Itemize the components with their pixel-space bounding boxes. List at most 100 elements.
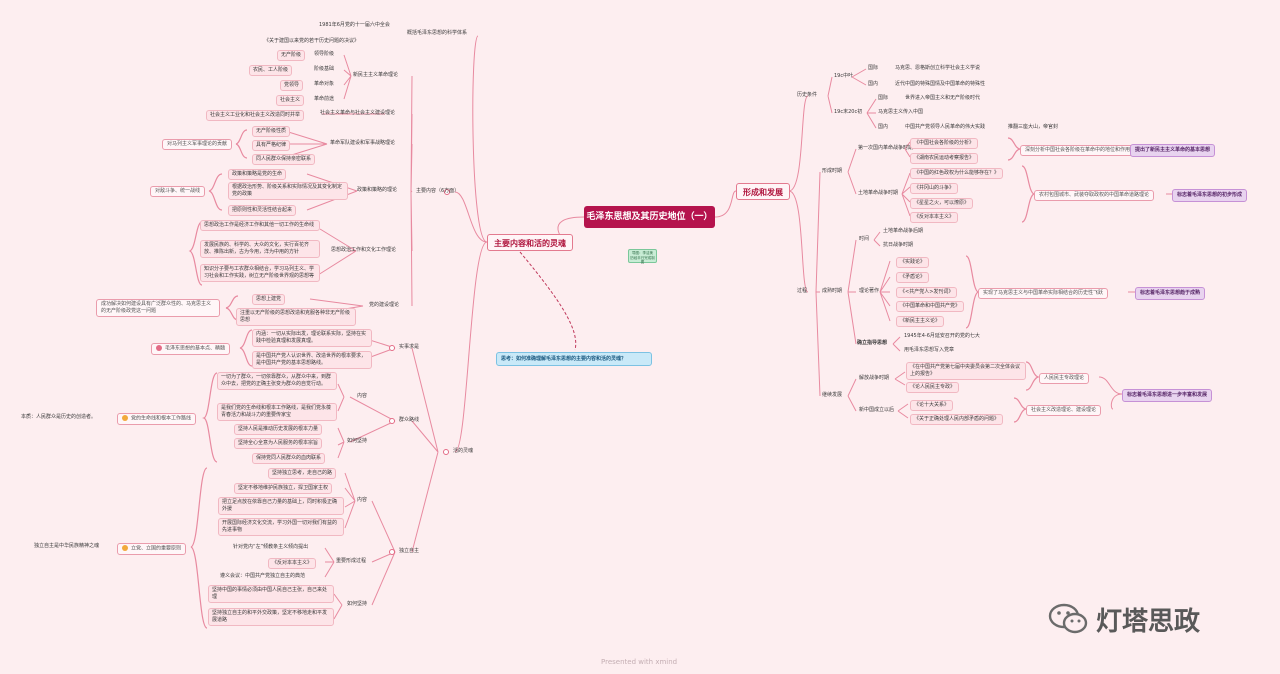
node-seek-truth[interactable]: 实事求是: [399, 344, 420, 350]
node-revolution-target[interactable]: 革命对象: [314, 81, 335, 87]
node-anti-bookism[interactable]: 《反对本本主义》: [910, 212, 959, 223]
node-ind-china-affairs[interactable]: 坚持中国的事情必须由中国人民自己主张，自己来处理: [208, 585, 334, 603]
node-intl-2[interactable]: 国际: [878, 95, 889, 101]
node-liberation-war[interactable]: 解放战争时期: [859, 375, 890, 381]
node-internal-contradictions[interactable]: 《关于正确处理人民内部矛盾的问题》: [910, 414, 1004, 425]
note-rural-encircle[interactable]: 农村包围城市、武装夺取政权的中国革命道路理论: [1034, 190, 1155, 201]
note-class-role[interactable]: 深刻分析中国社会各阶级在革命中的地位和作用: [1020, 145, 1136, 156]
mark-further-development[interactable]: 标志着毛泽东思想进一步丰富和发展: [1122, 389, 1213, 402]
node-truth-meaning[interactable]: 内涵：一切从实际出发，理论联系实际，坚持在实践中检验真理和发展真理。: [252, 329, 372, 347]
node-process[interactable]: 过程: [797, 288, 808, 294]
note-historic-leap[interactable]: 实现了马克思主义与中国革命实际相结合的历史性飞跃: [978, 288, 1109, 299]
node-industrialization[interactable]: 社会主义工业化和社会主义改造同时并举: [206, 110, 305, 121]
node-land-war[interactable]: 土地革命战争时期: [858, 190, 899, 196]
node-close-masses[interactable]: 同人民群众保持亲密联系: [252, 154, 316, 165]
node-intl-1[interactable]: 国际: [868, 65, 879, 71]
node-mass-all-for[interactable]: 一切为了群众，一切依靠群众，从群众中来，到群众中去，把党的正确主张变为群众的自觉…: [217, 372, 337, 390]
node-on-practice[interactable]: 《实践论》: [896, 257, 930, 268]
node-mature-period[interactable]: 成熟时期: [822, 288, 843, 294]
node-military-theory[interactable]: 革命军队建设和军事战略理论: [330, 140, 396, 146]
node-marxism-intro[interactable]: 马克思主义传入中国: [878, 109, 924, 115]
node-anti-japan[interactable]: 抗日战争时期: [883, 242, 914, 248]
node-on-contradiction[interactable]: 《矛盾论》: [896, 272, 930, 283]
node-19c-mid[interactable]: 19c中叶: [834, 73, 854, 79]
node-culture-policy[interactable]: 发展民族的、科学的、大众的文化，实行百花齐放、推陈出新，古为今用，洋为中用的方针: [200, 240, 320, 258]
node-1981-session[interactable]: 1981年6月党的十一届六中全会: [319, 22, 390, 28]
node-intellectuals[interactable]: 知识分子要与工农群众相结合，学习马列主义、学习社会和工作实践，树立无产阶级世界观…: [200, 264, 320, 282]
node-three-mountains[interactable]: 推翻三座大山，帝官封: [1008, 124, 1059, 130]
node-19c-end[interactable]: 19c末20c初: [834, 109, 863, 115]
node-mass-how[interactable]: 如何坚持: [347, 438, 368, 444]
node-communist-foreword[interactable]: 《<共产党人>发刊词》: [896, 287, 958, 298]
node-imperialism-era[interactable]: 世界进入帝国主义和无产阶级时代: [905, 95, 981, 101]
node-theory-works[interactable]: 理论著作: [859, 288, 880, 294]
node-mass-line[interactable]: 群众路线: [399, 417, 420, 423]
node-socialist-theory[interactable]: 社会主义革命与社会主义建设理论: [320, 110, 396, 116]
node-new-democratic-theory[interactable]: 新民主主义革命理论: [353, 72, 399, 78]
node-people-dictatorship[interactable]: 《论人民民主专政》: [906, 382, 960, 393]
note-military-contribution[interactable]: 对马列主义军事理论的贡献: [162, 139, 233, 150]
node-ind-zunyi[interactable]: 遵义会议：中国共产党独立自主的典范: [220, 573, 306, 579]
node-national-condition[interactable]: 近代中国的特殊国情及中国革命的特殊性: [895, 81, 986, 87]
node-proletariat[interactable]: 无产阶级: [277, 50, 306, 61]
node-political-work[interactable]: 思想政治工作是经济工作和其他一切工作的生命线: [200, 220, 320, 231]
node-continued-development[interactable]: 继续发展: [822, 392, 843, 398]
node-seventh-congress[interactable]: 1945年4-6月延安召开的党的七大: [904, 333, 980, 339]
branch-formation-development[interactable]: 形成和发展: [736, 183, 790, 200]
node-ten-relations[interactable]: 《论十大关系》: [910, 400, 954, 411]
node-class-analysis[interactable]: 《中国社会各阶级的分析》: [910, 138, 979, 149]
think-question[interactable]: 思考：如何准确理解毛泽东思想的主要内容和活的灵魂？: [496, 352, 652, 366]
node-domestic-2[interactable]: 国内: [878, 124, 889, 130]
node-culture-theory[interactable]: 思想政治工作和文化工作理论: [331, 247, 397, 253]
branch-main-content-soul[interactable]: 主要内容和活的灵魂: [487, 234, 573, 251]
mark-maturity[interactable]: 标志着毛泽东思想趋于成熟: [1135, 287, 1206, 300]
node-hunan-report[interactable]: 《湖南农民运动考察报告》: [910, 153, 979, 164]
tag-essence[interactable]: 毛泽东思想的基本点、精髓: [151, 343, 231, 355]
node-revolution-future[interactable]: 革命前途: [314, 96, 335, 102]
node-time[interactable]: 时间: [859, 236, 870, 242]
node-party-theory[interactable]: 党的建设理论: [369, 302, 400, 308]
node-main-content[interactable]: 主要内容（6方面）: [416, 188, 460, 194]
node-living-soul[interactable]: 活的灵魂: [453, 448, 474, 454]
node-ind-how[interactable]: 如何坚持: [347, 601, 368, 607]
node-strict-discipline[interactable]: 具有严格纪律: [252, 140, 291, 151]
note-dictatorship-theory[interactable]: 人民民主专政理论: [1039, 373, 1090, 384]
node-resolution[interactable]: 《关于建国以来党的若干历史问题的决议》: [264, 38, 360, 44]
node-ind-think[interactable]: 坚持独立思考，走自己的路: [268, 468, 337, 479]
node-formation-period[interactable]: 形成时期: [822, 168, 843, 174]
node-first-war[interactable]: 第一次国内革命战争时期: [858, 145, 914, 151]
node-independence[interactable]: 独立自主: [399, 548, 420, 554]
node-jinggang[interactable]: 《井冈山的斗争》: [910, 183, 959, 194]
node-mass-force[interactable]: 坚持人民是推动历史发展的根本力量: [234, 424, 323, 435]
node-china-revolution[interactable]: 《中国革命和中国共产党》: [896, 301, 965, 312]
node-mass-serve[interactable]: 坚持全心全意为人民服务的根本宗旨: [234, 438, 323, 449]
node-party-practice[interactable]: 中国共产党领导人民革命的伟大实践: [905, 124, 986, 130]
node-ind-left-dogma[interactable]: 针对党内“左”倾教条主义倾向提出: [233, 544, 309, 550]
node-thought-reform[interactable]: 注重以无产阶级的思想改造和克服各种非无产阶级思想: [236, 308, 356, 326]
node-policy-making[interactable]: 根据政治形势、阶级关系和实际情况及其变化制定党的政策: [228, 182, 348, 200]
node-leading-class[interactable]: 领导阶级: [314, 51, 335, 57]
tag-founding-principle[interactable]: 立党、立国的重要原则: [117, 543, 187, 555]
node-ind-book[interactable]: 《反对本本主义》: [268, 558, 317, 569]
mark-new-democratic-idea[interactable]: 提出了新民主主义革命的基本思想: [1130, 144, 1216, 157]
note-masses-creator[interactable]: 本质：人民群众是历史的创造者。: [21, 414, 97, 420]
node-truth-requirement[interactable]: 是中国共产党人认识世界、改造世界的根本要求，是中国共产党的基本思想路线。: [252, 351, 372, 369]
node-policy-theory[interactable]: 政策和策略的理论: [357, 187, 398, 193]
node-ind-peace-policy[interactable]: 坚持独立自主的和平外交政策，坚定不移地走和平发展道路: [208, 608, 334, 626]
node-guiding-thought[interactable]: 确立指导思想: [857, 340, 888, 346]
node-class-basis[interactable]: 阶级基础: [314, 66, 335, 72]
note-party-building[interactable]: 成功解决如何建设具有广泛群众性的、马克思主义的无产阶级政党这一问题: [96, 299, 220, 317]
node-ind-self-reliance[interactable]: 把立足点放在依靠自己力量的基础上，同时积极正确外援: [218, 497, 344, 515]
node-single-spark[interactable]: 《星星之火，可以燎原》: [910, 198, 974, 209]
node-mass-bond[interactable]: 保持党同人民群众的血肉联系: [252, 453, 326, 464]
node-scientific-system[interactable]: 概括毛泽东思想的科学体系: [407, 30, 468, 36]
node-red-regime[interactable]: 《中国的红色政权为什么能够存在？》: [910, 168, 1004, 179]
node-marx-engels[interactable]: 马克思、恩格斯创立科学社会主义学说: [895, 65, 981, 71]
node-principle-flexibility[interactable]: 把原则性和灵活性结合起来: [228, 205, 297, 216]
node-ind-sovereignty[interactable]: 坚定不移地维护民族独立，捍卫国家主权: [234, 483, 333, 494]
node-historical-conditions[interactable]: 历史条件: [797, 92, 818, 98]
node-proletarian-nature[interactable]: 无产阶级性质: [252, 126, 291, 137]
node-second-plenum[interactable]: 《在中国共产党第七届中央委员会第二次全体会议上的报告》: [906, 362, 1026, 380]
note-national-spirit[interactable]: 独立自主是中华民族精神之魂: [34, 543, 100, 549]
node-ind-content[interactable]: 内容: [357, 497, 368, 503]
